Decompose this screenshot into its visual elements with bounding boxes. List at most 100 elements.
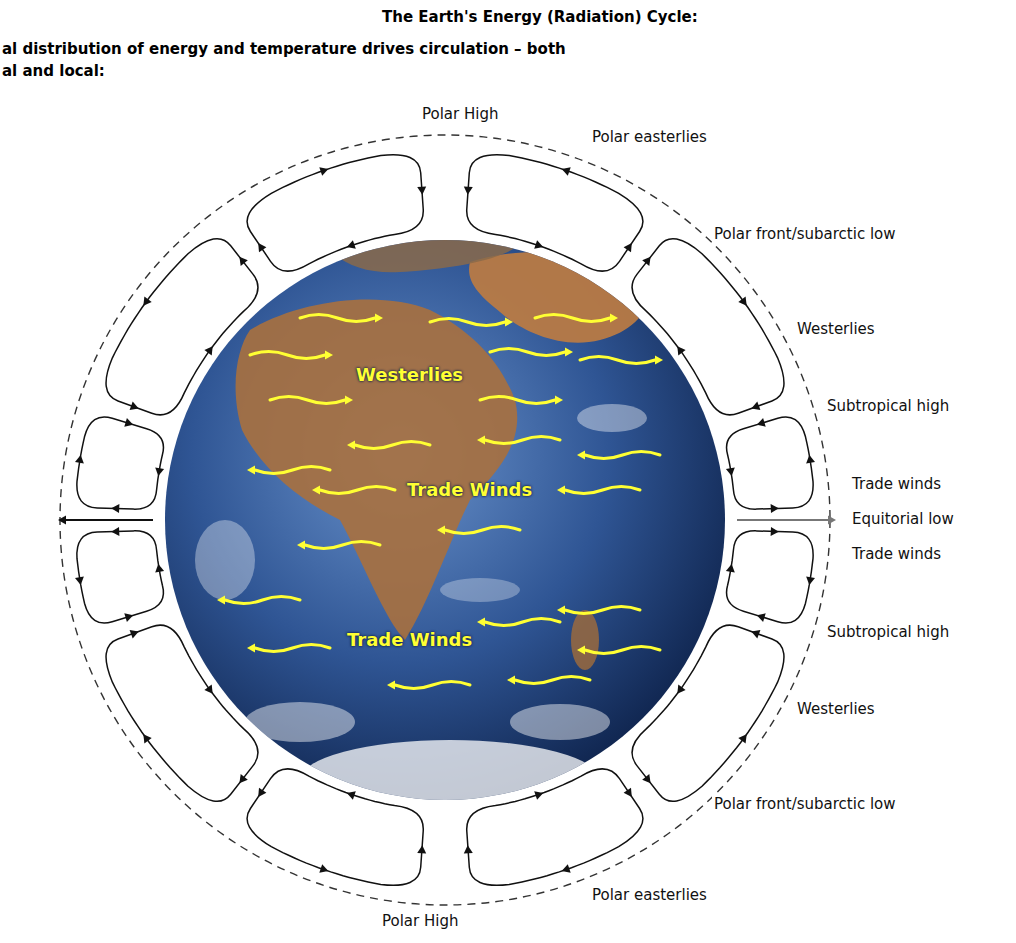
arrowhead bbox=[610, 314, 618, 323]
wind-arrow bbox=[480, 397, 555, 404]
arrowhead bbox=[464, 187, 473, 195]
arrowhead bbox=[624, 243, 632, 252]
circulation-cell bbox=[632, 625, 784, 801]
cloud bbox=[510, 704, 610, 740]
wind-arrow bbox=[300, 315, 375, 322]
globe-wind-label: Trade Winds bbox=[347, 629, 472, 651]
arrowhead bbox=[757, 418, 766, 427]
cloud bbox=[245, 702, 355, 742]
arrowhead bbox=[319, 864, 328, 873]
arrowhead bbox=[477, 436, 485, 445]
wind-arrow bbox=[395, 682, 470, 689]
arrowhead bbox=[577, 451, 585, 460]
arrowhead bbox=[577, 646, 585, 655]
arrowhead bbox=[319, 167, 328, 176]
arrowhead bbox=[217, 596, 225, 605]
arrowhead bbox=[655, 356, 663, 365]
equator-arrow bbox=[737, 519, 828, 521]
arrowhead bbox=[751, 630, 760, 639]
arrowhead bbox=[624, 788, 632, 797]
equator-arrow bbox=[66, 519, 153, 521]
arrowhead bbox=[312, 486, 320, 495]
arrowhead bbox=[806, 576, 815, 585]
arrowhead bbox=[507, 676, 515, 685]
arrowhead bbox=[130, 402, 139, 411]
arrowhead bbox=[562, 167, 571, 176]
arrowhead bbox=[677, 346, 685, 355]
arrowhead bbox=[534, 240, 543, 249]
wind-label: Westerlies bbox=[795, 320, 877, 338]
arrowhead bbox=[387, 681, 395, 690]
arrowhead bbox=[143, 297, 151, 306]
circulation-cell bbox=[727, 417, 814, 509]
arrowhead bbox=[111, 504, 119, 513]
arrowhead bbox=[557, 486, 565, 495]
arrowhead bbox=[417, 187, 426, 195]
arrowhead bbox=[143, 734, 151, 743]
globe-wind-label: Trade Winds bbox=[407, 479, 532, 501]
circulation-cell bbox=[632, 239, 784, 415]
circulation-cell bbox=[247, 155, 423, 271]
wind-arrow bbox=[225, 597, 300, 604]
arrowhead bbox=[757, 613, 766, 622]
arrowhead bbox=[771, 527, 779, 536]
arrowhead bbox=[828, 516, 836, 525]
arrowhead bbox=[477, 618, 485, 627]
arrowhead bbox=[325, 351, 333, 360]
cloud bbox=[195, 520, 255, 600]
arrowhead bbox=[771, 504, 779, 513]
wind-arrow bbox=[270, 397, 345, 404]
arrowhead bbox=[204, 346, 212, 355]
arrowhead bbox=[130, 630, 139, 639]
arrowhead bbox=[505, 318, 513, 327]
arrowhead bbox=[565, 348, 573, 357]
wind-label: Trade winds bbox=[850, 475, 943, 493]
arrowhead bbox=[534, 791, 543, 800]
land-europe bbox=[330, 239, 520, 272]
arrowhead bbox=[562, 864, 571, 873]
globe bbox=[165, 240, 725, 800]
wind-arrow bbox=[585, 647, 660, 654]
arrowhead bbox=[75, 576, 84, 585]
pressure-label: Polar High bbox=[380, 912, 460, 930]
wind-arrow bbox=[585, 452, 660, 459]
atmosphere-boundary bbox=[60, 135, 830, 905]
globe-surface bbox=[195, 239, 648, 820]
wind-label: Polar easterlies bbox=[590, 886, 709, 904]
wind-arrow bbox=[515, 677, 590, 684]
arrowhead bbox=[258, 243, 266, 252]
pressure-label: Polar High bbox=[420, 105, 500, 123]
wind-label: Westerlies bbox=[795, 700, 877, 718]
subtitle: al distribution of energy and temperatur… bbox=[2, 40, 566, 58]
globe-wind-label: Westerlies bbox=[356, 364, 463, 386]
circulation-cell bbox=[467, 769, 643, 885]
wind-arrow bbox=[535, 315, 610, 322]
arrowhead bbox=[347, 240, 356, 249]
arrowhead bbox=[464, 845, 473, 853]
arrowhead bbox=[726, 467, 735, 476]
arrowhead bbox=[58, 516, 66, 525]
arrowhead bbox=[375, 314, 383, 323]
arrowhead bbox=[155, 564, 164, 573]
arrowhead bbox=[347, 441, 355, 450]
arrowhead bbox=[677, 685, 685, 694]
arrowhead bbox=[124, 613, 133, 622]
arrowhead bbox=[738, 297, 746, 306]
cloud bbox=[300, 740, 600, 820]
wind-arrow bbox=[255, 645, 330, 652]
arrowhead bbox=[738, 734, 746, 743]
circulation-cell bbox=[77, 531, 164, 623]
wind-arrow bbox=[485, 437, 560, 444]
arrowhead bbox=[247, 466, 255, 475]
wind-arrow bbox=[565, 607, 640, 614]
arrowhead bbox=[345, 396, 353, 405]
arrowhead bbox=[155, 467, 164, 476]
circulation-cell bbox=[106, 239, 258, 415]
arrowhead bbox=[247, 644, 255, 653]
arrowhead bbox=[437, 526, 445, 535]
arrowhead bbox=[557, 606, 565, 615]
arrowhead bbox=[297, 541, 305, 550]
wind-arrow bbox=[445, 527, 520, 534]
arrowhead bbox=[239, 257, 247, 266]
